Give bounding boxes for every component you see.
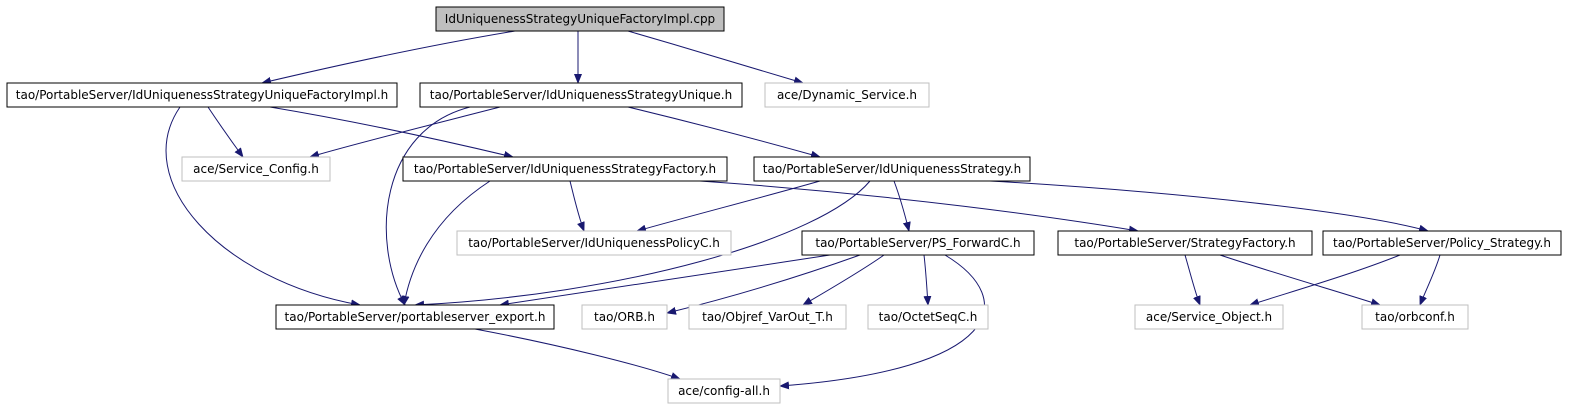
node-label: tao/PortableServer/StrategyFactory.h: [1074, 236, 1295, 250]
node-export-h[interactable]: tao/PortableServer/portableserver_export…: [275, 304, 555, 330]
node-box: [1057, 230, 1313, 256]
node-box: [402, 156, 728, 182]
node-label: tao/PortableServer/IdUniquenessStrategyF…: [414, 162, 716, 176]
edge-factoryimpl_h-to-strategyfactory_h: [269, 106, 514, 159]
edge-strategyfactory_h-to-export_h: [401, 180, 491, 306]
edge-policy_strategy_h-to-service_object_h: [1249, 254, 1401, 307]
node-label: tao/ORB.h: [594, 310, 655, 324]
edge-strategyunique_h-to-strategy_h: [627, 106, 821, 159]
node-label: ace/Dynamic_Service.h: [777, 88, 917, 102]
edge-strategyunique_h-to-export_h: [385, 106, 471, 306]
edge-ps_forwardc_h-to-orb_h: [666, 254, 861, 315]
edge-gen_strategyfactory_h-to-orbconf_h: [1219, 254, 1381, 307]
node-octetseqc-h: tao/OctetSeqC.h: [867, 304, 989, 330]
nodes-layer: IdUniquenessStrategyUniqueFactoryImpl.cp…: [6, 6, 1562, 404]
edge-ps_forwardc_h-to-objref_h: [802, 254, 885, 306]
node-gen-strategyfactory-h[interactable]: tao/PortableServer/StrategyFactory.h: [1057, 230, 1313, 256]
edge-factoryimpl_h-to-export_h: [165, 106, 361, 308]
node-box: [181, 156, 331, 182]
node-box: [667, 378, 781, 404]
node-label: tao/PortableServer/IdUniquenessStrategyU…: [430, 88, 732, 102]
edge-root-to-dynamic_service_h: [627, 30, 804, 85]
edge-strategyunique_h-to-service_config_h: [309, 106, 501, 159]
node-label: tao/Objref_VarOut_T.h: [702, 310, 833, 324]
node-factoryimpl-h[interactable]: tao/PortableServer/IdUniquenessStrategyU…: [6, 82, 398, 108]
node-box: [867, 304, 989, 330]
node-service-config-h: ace/Service_Config.h: [181, 156, 331, 182]
node-box: [581, 304, 668, 330]
node-label: tao/PortableServer/IdUniquenessStrategy.…: [763, 162, 1021, 176]
node-policyc-h: tao/PortableServer/IdUniquenessPolicyC.h: [456, 230, 732, 256]
node-orbconf-h: tao/orbconf.h: [1361, 304, 1469, 330]
edges-layer: [165, 30, 1441, 390]
node-label: ace/Service_Object.h: [1146, 310, 1272, 324]
node-strategy-h[interactable]: tao/PortableServer/IdUniquenessStrategy.…: [753, 156, 1031, 182]
node-box: [753, 156, 1031, 182]
node-box: [764, 82, 930, 108]
node-box: [688, 304, 847, 330]
node-label: tao/PortableServer/PS_ForwardC.h: [815, 236, 1020, 250]
node-dynamic-service-h: ace/Dynamic_Service.h: [764, 82, 930, 108]
node-service-object-h: ace/Service_Object.h: [1134, 304, 1284, 330]
edge-ps_forwardc_h-to-config_all_h: [779, 254, 985, 390]
edge-strategy_h-to-export_h: [414, 180, 871, 309]
node-box: [435, 6, 725, 32]
node-root[interactable]: IdUniquenessStrategyUniqueFactoryImpl.cp…: [435, 6, 725, 32]
edge-strategy_h-to-ps_forwardc_h: [893, 180, 911, 232]
edge-factoryimpl_h-to-service_config_h: [207, 106, 244, 158]
edge-export_h-to-config_all_h: [474, 328, 681, 380]
edge-gen_strategyfactory_h-to-service_object_h: [1184, 254, 1201, 306]
edge-policy_strategy_h-to-orbconf_h: [1419, 254, 1441, 306]
node-label: tao/orbconf.h: [1375, 310, 1455, 324]
edge-strategy_h-to-policyc_h: [636, 180, 821, 233]
node-box: [1134, 304, 1284, 330]
node-ps-forwardc-h[interactable]: tao/PortableServer/PS_ForwardC.h: [801, 230, 1035, 256]
edge-strategyfactory_h-to-gen_strategyfactory_h: [699, 180, 1139, 234]
node-strategyfactory-h[interactable]: tao/PortableServer/IdUniquenessStrategyF…: [402, 156, 728, 182]
node-strategyunique-h[interactable]: tao/PortableServer/IdUniquenessStrategyU…: [419, 82, 743, 108]
node-box: [1361, 304, 1469, 330]
node-box: [1322, 230, 1562, 256]
edge-root-to-factoryimpl_h: [261, 30, 516, 85]
node-label: ace/config-all.h: [678, 384, 770, 398]
node-box: [801, 230, 1035, 256]
node-config-all-h: ace/config-all.h: [667, 378, 781, 404]
edge-strategy_h-to-policy_strategy_h: [989, 180, 1429, 233]
node-policy-strategy-h[interactable]: tao/PortableServer/Policy_Strategy.h: [1322, 230, 1562, 256]
edge-strategyfactory_h-to-policyc_h: [569, 180, 585, 232]
node-label: tao/OctetSeqC.h: [879, 310, 978, 324]
edge-ps_forwardc_h-to-export_h: [499, 254, 831, 308]
node-label: tao/PortableServer/IdUniquenessPolicyC.h: [468, 236, 720, 250]
node-label: ace/Service_Config.h: [193, 162, 319, 176]
node-label: tao/PortableServer/Policy_Strategy.h: [1333, 236, 1551, 250]
node-box: [419, 82, 743, 108]
node-label: IdUniquenessStrategyUniqueFactoryImpl.cp…: [445, 12, 715, 26]
node-box: [275, 304, 555, 330]
node-box: [6, 82, 398, 108]
node-label: tao/PortableServer/IdUniquenessStrategyU…: [16, 88, 388, 102]
node-orb-h: tao/ORB.h: [581, 304, 668, 330]
node-label: tao/PortableServer/portableserver_export…: [285, 310, 546, 324]
node-box: [456, 230, 732, 256]
node-objref-h: tao/Objref_VarOut_T.h: [688, 304, 847, 330]
edge-ps_forwardc_h-to-octetseqc_h: [923, 254, 932, 306]
